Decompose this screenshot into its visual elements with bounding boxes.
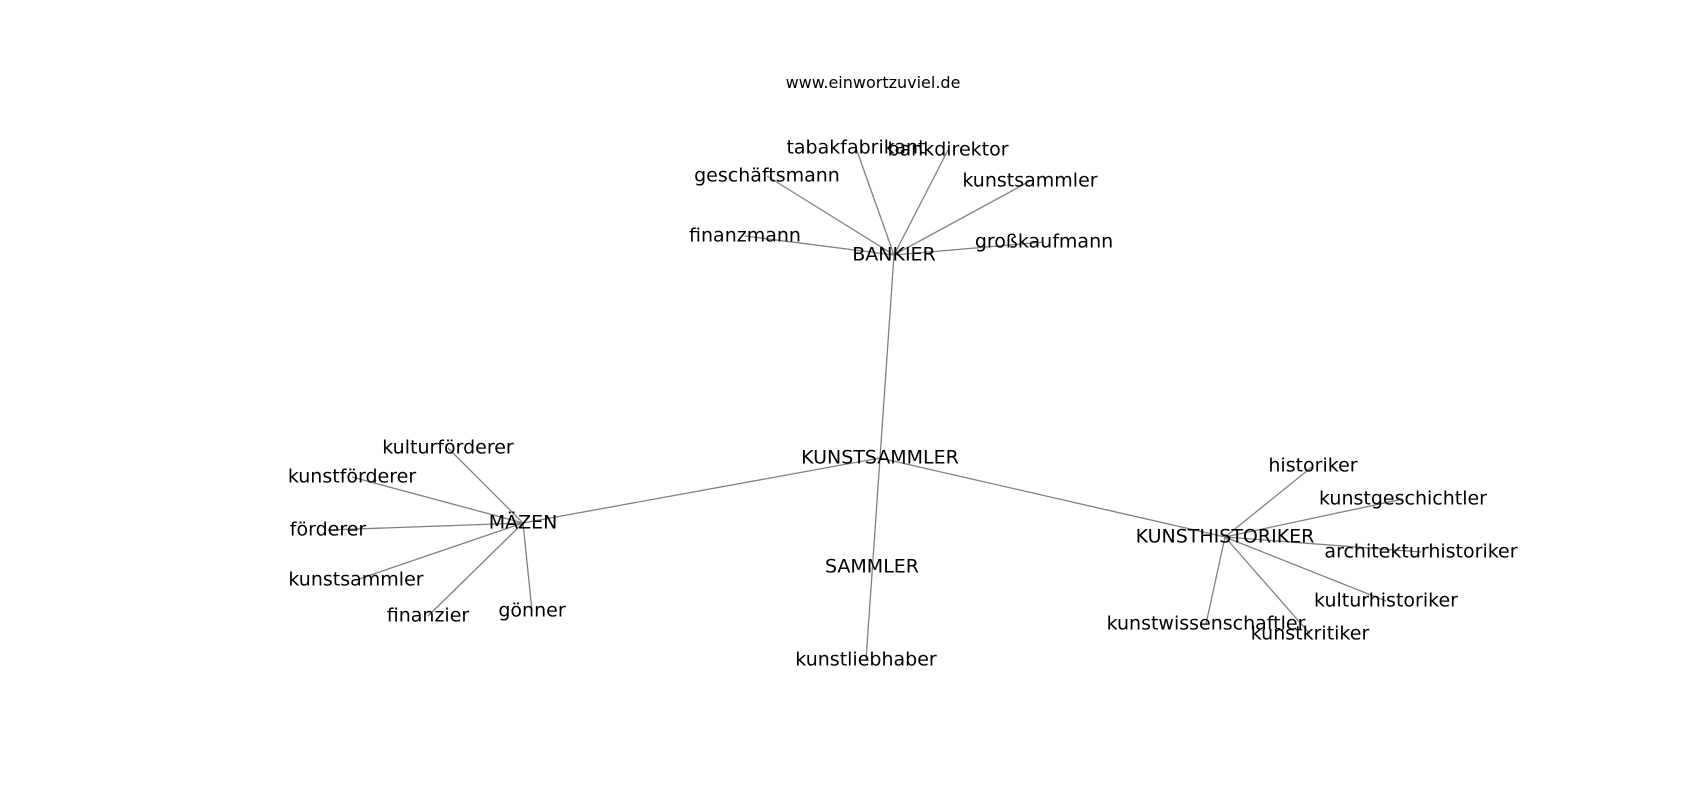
edge-kunsthistoriker-kulturhistoriker <box>1224 536 1387 602</box>
edge-kunsthistoriker-architekturhistoriker <box>1224 536 1422 553</box>
node-finanzmann: finanzmann <box>689 225 801 247</box>
node-foerderer: förderer <box>290 519 367 541</box>
edge-bankier-geschaeftsmann <box>766 175 895 256</box>
node-bankier: BANKIER <box>852 244 936 266</box>
node-kunsthistoriker: KUNSTHISTORIKER <box>1136 526 1315 548</box>
edge-bankier-grosskaufmann <box>893 241 1045 256</box>
node-kunstkritiker: kunstkritiker <box>1251 623 1370 645</box>
edge-maezen-kunstsammler_m <box>355 522 524 581</box>
edge-kunstsammler_hub-kunsthistoriker <box>879 457 1226 538</box>
node-tabakfabrikant: tabakfabrikant <box>786 137 925 159</box>
edge-kunstsammler_hub-kunstliebhaber <box>865 457 881 661</box>
node-sammler: SAMMLER <box>825 556 919 578</box>
node-kunstsammler_hub: KUNSTSAMMLER <box>801 447 959 469</box>
node-kulturhistoriker: kulturhistoriker <box>1314 590 1458 612</box>
edge-maezen-finanzier <box>427 522 524 617</box>
nodes-layer: KUNSTSAMMLER BANKIER MÄZEN KUNSTHISTORIKER S… <box>288 137 1518 671</box>
edge-bankier-tabakfabrikant <box>855 147 895 256</box>
node-kunstsammler_b: kunstsammler <box>962 170 1097 192</box>
node-maezen: MÄZEN <box>489 511 558 534</box>
edge-kunstsammler_hub-maezen <box>522 457 881 524</box>
node-kunstfoerderer: kunstförderer <box>288 466 416 488</box>
node-geschaeftsmann: geschäftsmann <box>694 165 840 187</box>
node-kunstgeschichtler: kunstgeschichtler <box>1319 488 1487 510</box>
node-architekturhistoriker: architekturhistoriker <box>1324 541 1517 563</box>
edge-bankier-bankdirektor <box>893 149 949 256</box>
edge-maezen-kunstfoerderer <box>351 476 524 524</box>
edge-maezen-goenner <box>522 522 533 612</box>
edge-kunsthistoriker-kunstkritiker <box>1224 536 1311 635</box>
edge-maezen-kulturfoerderer <box>447 447 524 524</box>
node-kunstliebhaber: kunstliebhaber <box>795 649 937 671</box>
edge-kunsthistoriker-kunstgeschichtler <box>1224 498 1404 538</box>
diagram-title: www.einwortzuviel.de <box>786 73 961 92</box>
edge-bankier-kunstsammler_b <box>893 180 1031 256</box>
node-kunstsammler_m: kunstsammler <box>288 569 423 591</box>
node-goenner: gönner <box>498 600 565 622</box>
node-bankdirektor: bankdirektor <box>887 139 1008 161</box>
node-grosskaufmann: großkaufmann <box>975 231 1113 253</box>
edge-maezen-foerderer <box>327 522 524 531</box>
edge-bankier-finanzmann <box>744 235 895 256</box>
node-historiker: historiker <box>1268 455 1357 477</box>
node-finanzier: finanzier <box>387 605 470 627</box>
edges-layer <box>327 147 1422 661</box>
edge-kunsthistoriker-kunstwissenschaftler <box>1205 536 1226 625</box>
node-kulturfoerderer: kulturförderer <box>382 437 514 459</box>
node-kunstwissenschaftler: kunstwissenschaftler <box>1107 613 1306 635</box>
edge-kunsthistoriker-historiker <box>1224 465 1314 538</box>
edge-kunstsammler_hub-bankier <box>879 254 895 459</box>
